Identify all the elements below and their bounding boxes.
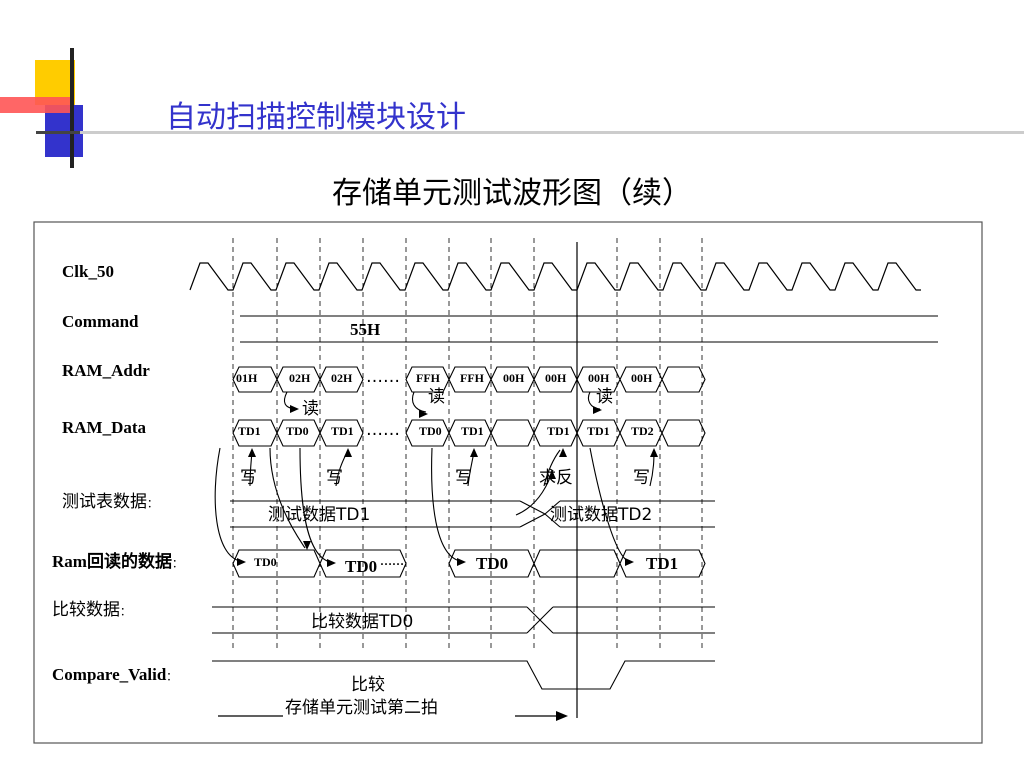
write-annotation-1: 写 [240, 468, 257, 488]
arrow-readback-aux-head [303, 541, 311, 550]
compare-label: 比较 [351, 675, 385, 695]
stage-arrow-head [556, 711, 568, 721]
test-table-bus [230, 500, 715, 528]
label-clk: Clk_50 [62, 262, 114, 281]
data-value-5: TD1 [461, 424, 484, 438]
test-data-td1: 测试数据TD1 [268, 505, 370, 525]
data-value-0: TD1 [238, 424, 261, 438]
stage-label: 存储单元测试第二拍 [285, 698, 438, 718]
arrow-read-head [290, 405, 299, 413]
read-annotation: 读 [302, 399, 319, 419]
data-value-8: TD2 [631, 424, 654, 438]
label-test-table: 测试表数据： [62, 492, 158, 512]
addr-value-6: 00H [503, 371, 525, 385]
write-annotation-3: 写 [455, 468, 472, 488]
readback-value-2: TD0 [345, 557, 377, 576]
arrow-readback-4-head [625, 558, 634, 566]
clk-waveform [189, 262, 921, 291]
arrow-readback-2-head [327, 559, 336, 567]
ram-data-bus: TD1 TD0 TD1 …… TD0 TD1 TD1 TD1 TD2 [232, 419, 706, 447]
arrow-inverse-head [559, 448, 567, 457]
command-bus [240, 315, 938, 343]
diagram-title: 存储单元测试波形图（续） [332, 176, 692, 211]
readback-value-ellipsis: …… [380, 554, 404, 568]
arrow-readback-3-head [457, 558, 466, 566]
data-segment-2 [319, 419, 364, 447]
arrow-read-2-head [419, 410, 428, 418]
test-data-td2: 测试数据TD2 [550, 505, 652, 525]
arrow-readback-1-head [237, 558, 246, 566]
label-ram-addr: RAM_Addr [62, 361, 150, 380]
label-compare-data: 比较数据： [52, 600, 131, 620]
command-value: 55H [350, 320, 380, 339]
small-read-annotation-1: 读 [428, 387, 445, 407]
addr-value-9: 00H [631, 371, 653, 385]
diagram-frame [33, 221, 983, 744]
title-underline [80, 131, 1024, 134]
data-value-3: …… [366, 420, 400, 440]
arrow-inverse [543, 449, 561, 487]
data-value-2: TD1 [331, 424, 354, 438]
label-ram-readback: Ram回读的数据： [52, 551, 183, 571]
write-annotation-4: 写 [633, 468, 650, 488]
arrow-readback-1 [214, 447, 241, 562]
arrow-readback-4 [589, 447, 629, 562]
addr-segment-2 [319, 366, 364, 393]
arrow-write-2-head [344, 448, 352, 457]
readback-value-4: TD1 [646, 554, 678, 573]
arrow-readback-2 [299, 447, 331, 563]
data-value-1: TD0 [286, 424, 309, 438]
readback-segment-4 [619, 549, 706, 578]
addr-value-2: 02H [331, 371, 353, 385]
data-value-4: TD0 [419, 424, 442, 438]
timing-arrows [214, 391, 658, 567]
addr-value-8: 00H [588, 371, 610, 385]
slide-title: 自动扫描控制模块设计 [166, 100, 466, 135]
label-compare-valid: Compare_Valid： [52, 665, 177, 684]
readback-segment-1 [319, 549, 407, 578]
compare-data-value: 比较数据TD0 [311, 612, 413, 632]
addr-value-4: FFH [416, 371, 441, 385]
arrow-readback-3 [431, 447, 461, 562]
arrow-read-2 [411, 391, 427, 413]
write-annotation-2: 写 [326, 468, 343, 488]
arrow-write-4-head [650, 448, 658, 457]
arrow-write-1-head [248, 448, 256, 457]
label-ram-data: RAM_Data [62, 418, 147, 437]
addr-value-3: …… [366, 367, 400, 387]
arrow-readback-aux [269, 447, 306, 549]
readback-value-1: TD0 [254, 555, 277, 569]
addr-value-1: 02H [289, 371, 311, 385]
guide-lines [232, 238, 703, 650]
addr-segment-9 [661, 366, 706, 393]
ram-addr-bus: 01H 02H 02H …… FFH FFH 00H 00H 00H 00H [232, 366, 706, 393]
compare-data-bus [212, 606, 715, 634]
addr-value-0: 01H [236, 371, 258, 385]
small-read-annotation-2: 读 [596, 387, 613, 407]
label-command: Command [62, 312, 139, 331]
arrow-inverse-source-head [548, 470, 556, 479]
data-segment-5 [490, 419, 535, 447]
compare-valid-waveform [212, 660, 715, 690]
arrow-read-3-head [593, 406, 602, 414]
arrow-write-3-head [470, 448, 478, 457]
data-segment-9 [661, 419, 706, 447]
logo-decoration [0, 48, 156, 168]
data-value-7: TD1 [587, 424, 610, 438]
ram-readback-bus [232, 549, 706, 578]
data-value-6: TD1 [547, 424, 570, 438]
addr-value-7: 00H [545, 371, 567, 385]
readback-value-3: TD0 [476, 554, 508, 573]
addr-value-5: FFH [460, 371, 485, 385]
